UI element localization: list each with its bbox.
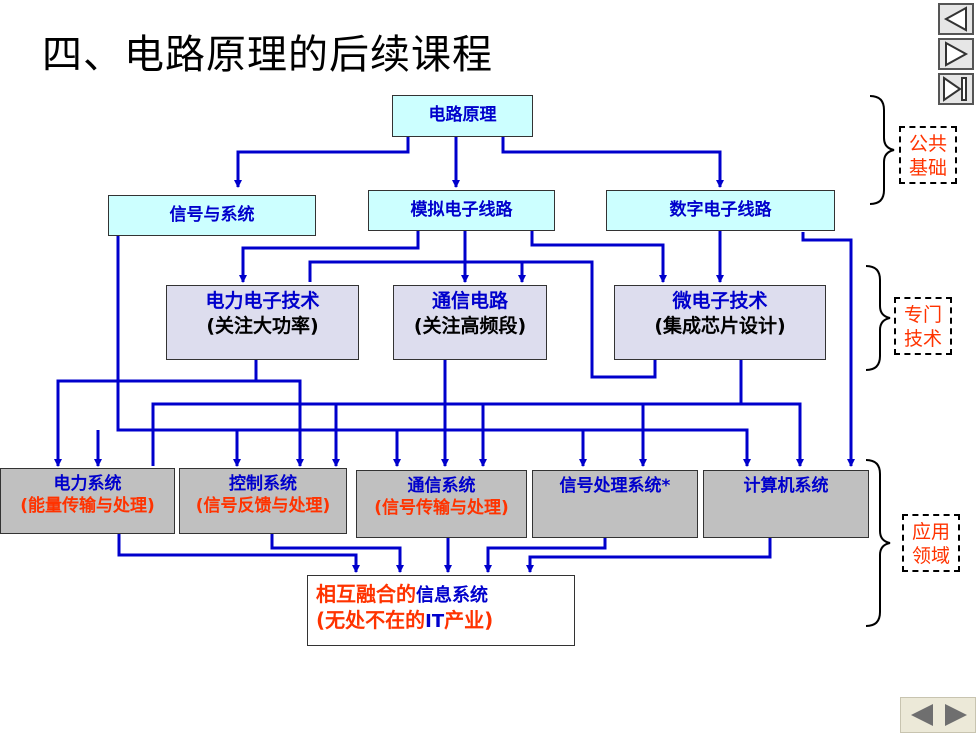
- node-note: (关注高频段): [413, 315, 527, 337]
- arrow-root-to-signals: [234, 137, 410, 188]
- brace-applications: [865, 459, 891, 627]
- node-label: 控制系统: [229, 474, 297, 494]
- arrow-signals-bus: [116, 236, 751, 467]
- node-analog-electronics: 模拟电子线路: [368, 190, 555, 231]
- node-label: 数字电子线路: [669, 200, 772, 220]
- arrow-power-system-to-result: [117, 534, 360, 573]
- node-label: 通信电路: [431, 290, 508, 312]
- arrow-power-electronics-to-control: [256, 379, 304, 467]
- skip-to-end-icon: [943, 76, 967, 102]
- arrow-control-to-result: [270, 534, 404, 573]
- node-note: (集成芯片设计): [654, 315, 786, 337]
- node-microelectronics: 微电子技术 (集成芯片设计): [614, 285, 826, 360]
- arrow-dsp-to-result: [484, 538, 607, 573]
- node-label: 微电子技术: [672, 290, 768, 312]
- node-signals-and-systems: 信号与系统: [108, 195, 316, 236]
- category-line: 专门: [903, 304, 942, 326]
- bottom-navigation: [900, 697, 976, 733]
- category-line: 基础: [908, 157, 947, 179]
- node-label: 信号处理系统*: [559, 476, 671, 496]
- triangle-right-icon: [945, 41, 969, 67]
- node-signal-processing-systems: 信号处理系统*: [532, 470, 698, 538]
- node-note: (能量传输与处理): [20, 496, 155, 516]
- node-power-systems: 电力系统 (能量传输与处理): [0, 468, 175, 534]
- brace-basics: [869, 95, 895, 205]
- category-line: 技术: [903, 328, 942, 350]
- line-microelectronics-loop: [522, 260, 657, 379]
- node-label: 计算机系统: [743, 476, 829, 496]
- arrow-computer-to-result: [526, 538, 772, 573]
- node-communication-circuits: 通信电路 (关注高频段): [393, 285, 547, 360]
- node-label: 电力系统: [53, 474, 122, 494]
- arrow-analog-to-microelectronics: [530, 231, 667, 283]
- back-button[interactable]: [907, 702, 937, 728]
- root-node-label: 电路原理: [428, 105, 497, 125]
- brace-specialized: [865, 265, 891, 371]
- node-computer-systems: 计算机系统: [703, 470, 869, 538]
- node-note: (关注大功率): [206, 315, 319, 337]
- arrow-root-to-digital: [501, 137, 724, 188]
- slide-title: 四、电路原理的后续课程: [42, 32, 493, 78]
- node-control-systems: 控制系统 (信号反馈与处理): [179, 468, 347, 534]
- node-note: (信号反馈与处理): [195, 496, 331, 516]
- node-label: 信号与系统: [169, 205, 255, 225]
- result-line-2: (无处不在的IT产业): [316, 608, 574, 634]
- result-info-system-text: 信息系统: [416, 585, 488, 606]
- category-line: 领域: [911, 545, 950, 567]
- result-it-text: IT: [425, 611, 445, 632]
- arrow-second-bus: [151, 402, 804, 467]
- arrow-bus-to-comm-circuit: [308, 260, 526, 283]
- node-integrated-information-systems: 相互融合的信息系统 (无处不在的IT产业): [307, 575, 575, 646]
- category-label-basics: 公共 基础: [899, 126, 957, 184]
- result-prefix-text: (无处不在的: [316, 608, 426, 632]
- previous-slide-button[interactable]: [938, 3, 974, 35]
- result-suffix-text: 产业): [444, 608, 494, 632]
- triangle-left-icon: [943, 6, 967, 32]
- node-power-electronics: 电力电子技术 (关注大功率): [166, 285, 359, 360]
- arrow-right-icon: [945, 704, 967, 726]
- node-label: 模拟电子线路: [410, 200, 513, 220]
- next-slide-button[interactable]: [938, 38, 974, 70]
- category-line: 公共: [908, 133, 947, 155]
- last-slide-button[interactable]: [938, 73, 974, 105]
- result-highlight-text: 相互融合的: [316, 582, 416, 606]
- category-label-applications: 应用 领域: [902, 514, 960, 572]
- node-communication-systems: 通信系统 (信号传输与处理): [356, 470, 527, 538]
- root-node-circuit-principles: 电路原理: [392, 95, 533, 137]
- arrow-left-icon: [911, 704, 933, 726]
- arrow-power-electronics-to-power-system: [54, 360, 258, 467]
- node-digital-electronics: 数字电子线路: [606, 190, 835, 231]
- result-line-1: 相互融合的信息系统: [316, 582, 574, 608]
- arrow-analog-to-power-electronics: [239, 231, 420, 283]
- node-note: (信号传输与处理): [374, 498, 509, 518]
- forward-button[interactable]: [941, 702, 971, 728]
- category-label-specialized: 专门 技术: [894, 297, 952, 355]
- category-line: 应用: [911, 521, 950, 543]
- node-label: 通信系统: [407, 476, 476, 496]
- node-label: 电力电子技术: [205, 290, 320, 312]
- arrow-digital-to-computer: [801, 232, 855, 467]
